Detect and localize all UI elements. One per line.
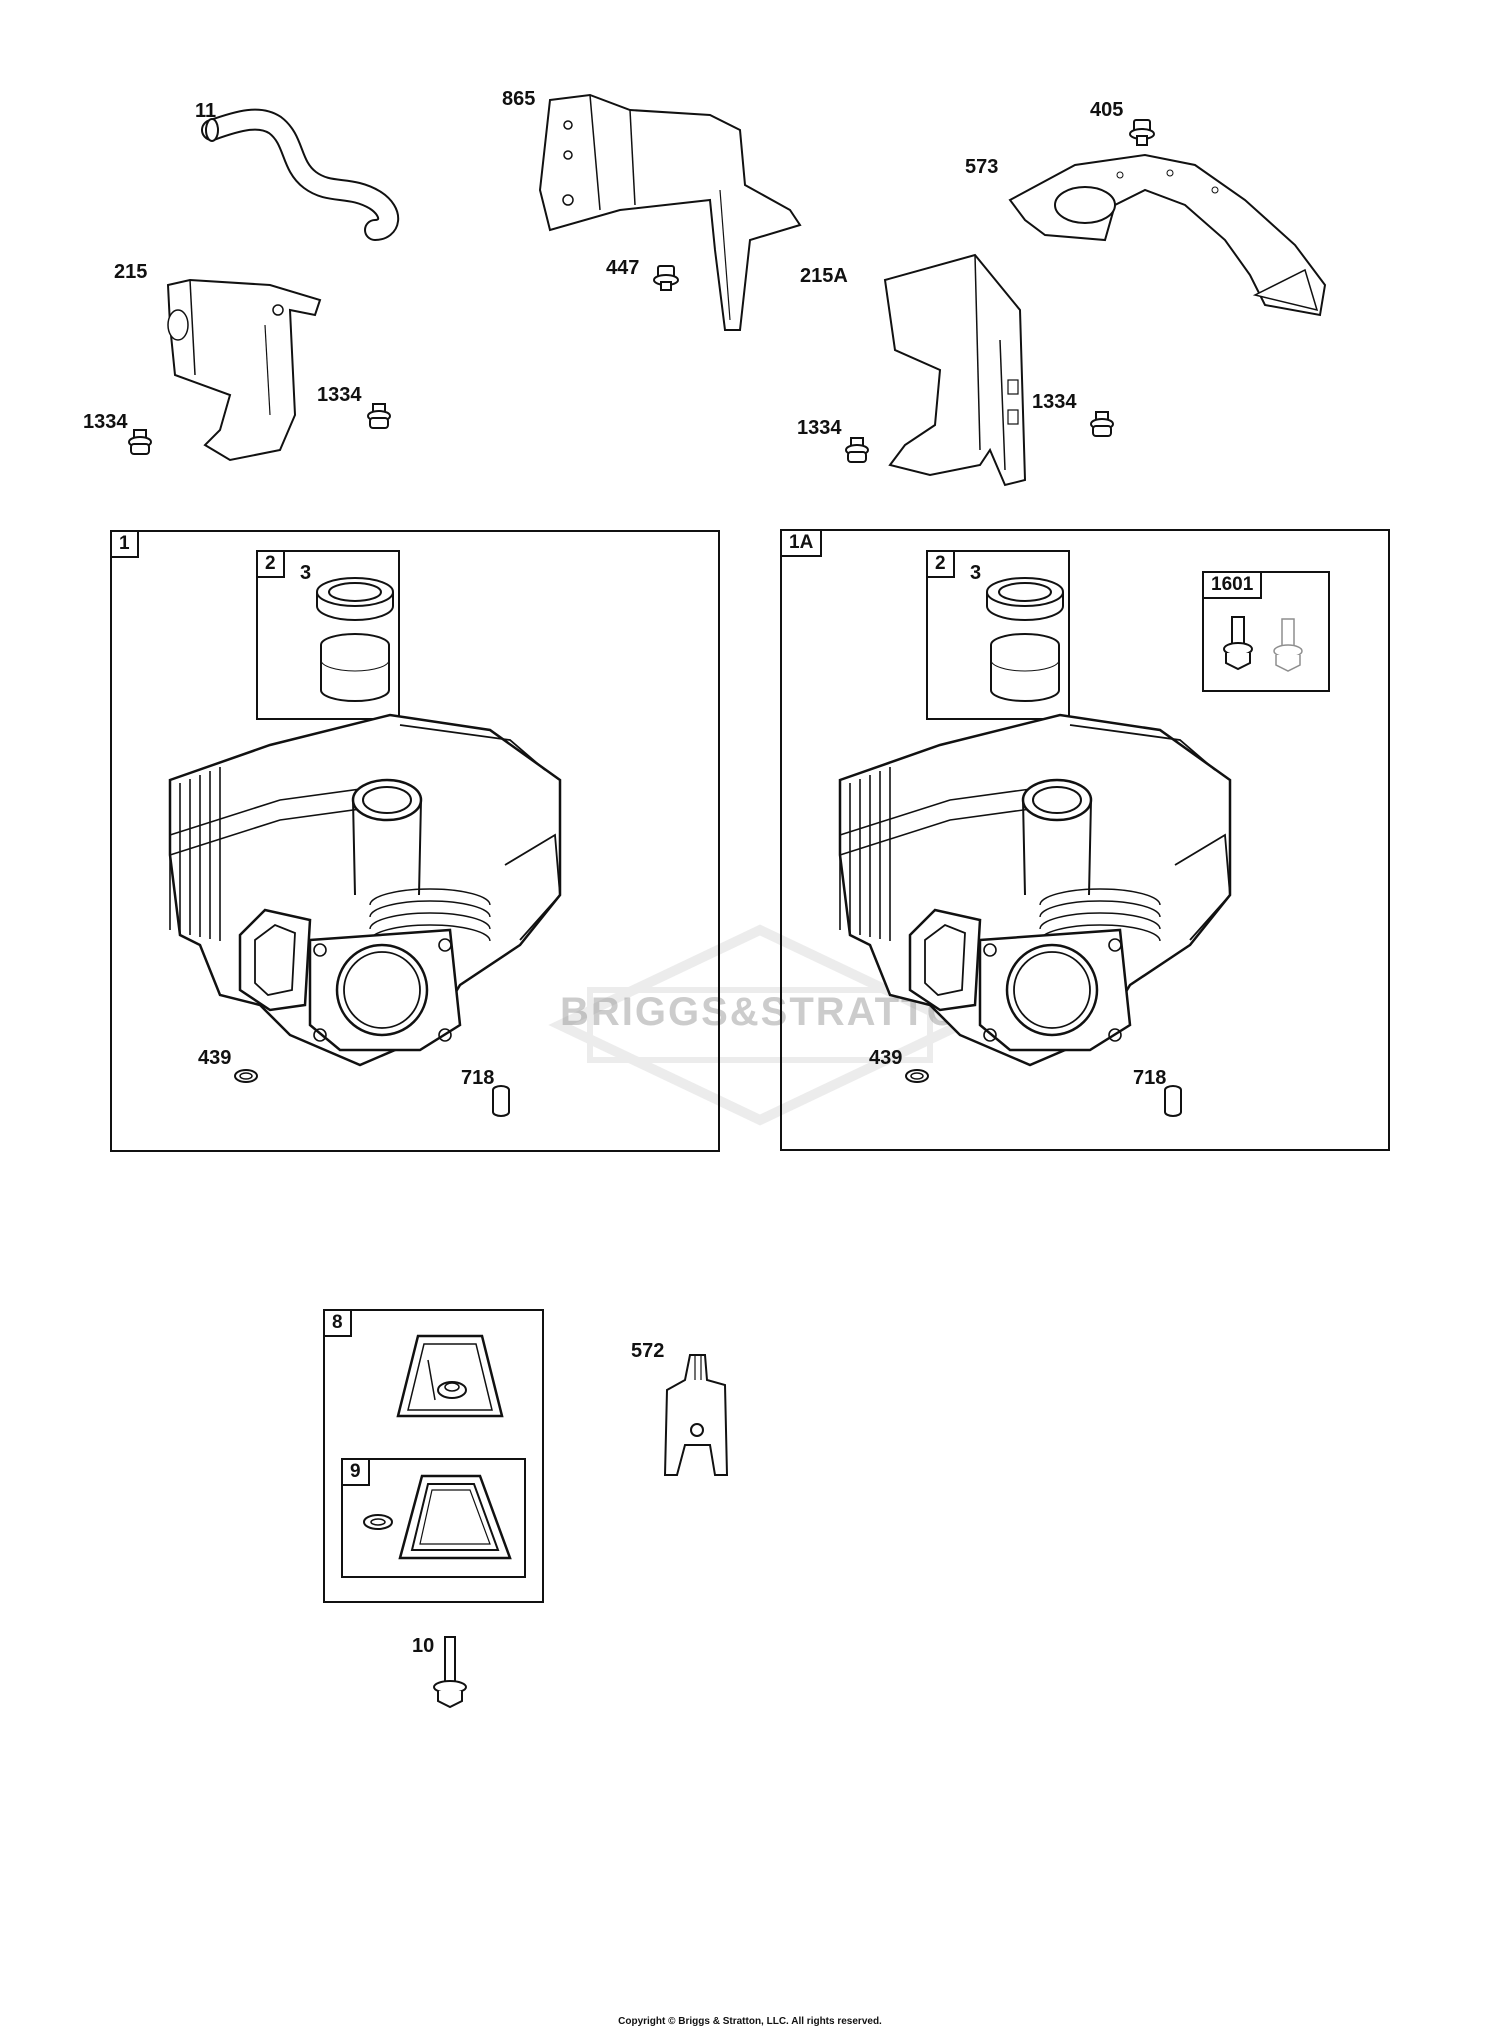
part-572-bracket	[663, 1354, 729, 1476]
part-8-cover	[396, 1334, 504, 1418]
callout-572: 572	[631, 1340, 665, 1362]
part-1334-bolt-b	[367, 403, 391, 429]
kit-box-2-left: 2	[256, 550, 400, 720]
callout-865: 865	[502, 88, 536, 110]
kit-box-2-right: 2	[926, 550, 1070, 720]
callout-3-right: 3	[970, 562, 982, 584]
part-1601-bolts	[1223, 616, 1303, 672]
part-718-dowel-right	[1164, 1085, 1182, 1117]
kit-box-8: 8	[323, 1309, 544, 1603]
callout-3-left: 3	[300, 562, 312, 584]
part-439-ring-left	[234, 1069, 258, 1083]
box-2-right-tag: 2	[926, 550, 955, 578]
box-1601-tag: 1601	[1202, 571, 1263, 599]
part-439-ring-right	[905, 1069, 929, 1083]
part-215a-shield	[883, 253, 1027, 487]
callout-1334-b: 1334	[317, 384, 362, 406]
callout-1334-a: 1334	[83, 411, 128, 433]
part-3-seal-and-bearing-left	[316, 577, 394, 702]
callout-215: 215	[114, 261, 148, 283]
callout-439-left: 439	[198, 1047, 232, 1069]
callout-215a: 215A	[800, 265, 848, 287]
callout-11: 11	[195, 100, 217, 122]
part-3-seal-and-bearing-right	[986, 577, 1064, 702]
kit-box-1601: 1601	[1202, 571, 1330, 692]
part-1334-bolt-c	[845, 437, 869, 463]
callout-1334-c: 1334	[797, 417, 842, 439]
part-865-shroud	[538, 93, 802, 331]
part-9-gasket	[363, 1474, 512, 1560]
box-1-tag: 1	[110, 530, 139, 558]
callout-447: 447	[606, 257, 640, 279]
cylinder-block-left	[168, 713, 562, 1067]
cylinder-block-right	[838, 713, 1232, 1067]
callout-10: 10	[412, 1635, 435, 1657]
part-10-bolt	[433, 1636, 467, 1709]
assembly-box-1: 1	[110, 530, 720, 1152]
copyright-notice: Copyright © Briggs & Stratton, LLC. All …	[618, 2016, 882, 2027]
callout-405: 405	[1090, 99, 1124, 121]
kit-box-9: 9	[341, 1458, 526, 1578]
part-405-bolt	[1129, 119, 1155, 146]
box-9-tag: 9	[341, 1458, 370, 1486]
callout-1334-d: 1334	[1032, 391, 1077, 413]
box-1a-tag: 1A	[780, 529, 823, 557]
part-1334-bolt-d	[1090, 411, 1114, 437]
box-8-tag: 8	[323, 1309, 352, 1337]
callout-439-right: 439	[869, 1047, 903, 1069]
callout-718-right: 718	[1133, 1067, 1167, 1089]
callout-718-left: 718	[461, 1067, 495, 1089]
part-573-baffle	[1008, 153, 1327, 317]
part-718-dowel-left	[492, 1085, 510, 1117]
callout-573: 573	[965, 156, 999, 178]
part-1334-bolt-a	[128, 429, 152, 455]
box-2-left-tag: 2	[256, 550, 285, 578]
part-447-bolt	[653, 265, 679, 291]
assembly-box-1a: 1A	[780, 529, 1390, 1151]
part-11-hose	[201, 108, 400, 241]
part-215-shield	[166, 278, 322, 462]
